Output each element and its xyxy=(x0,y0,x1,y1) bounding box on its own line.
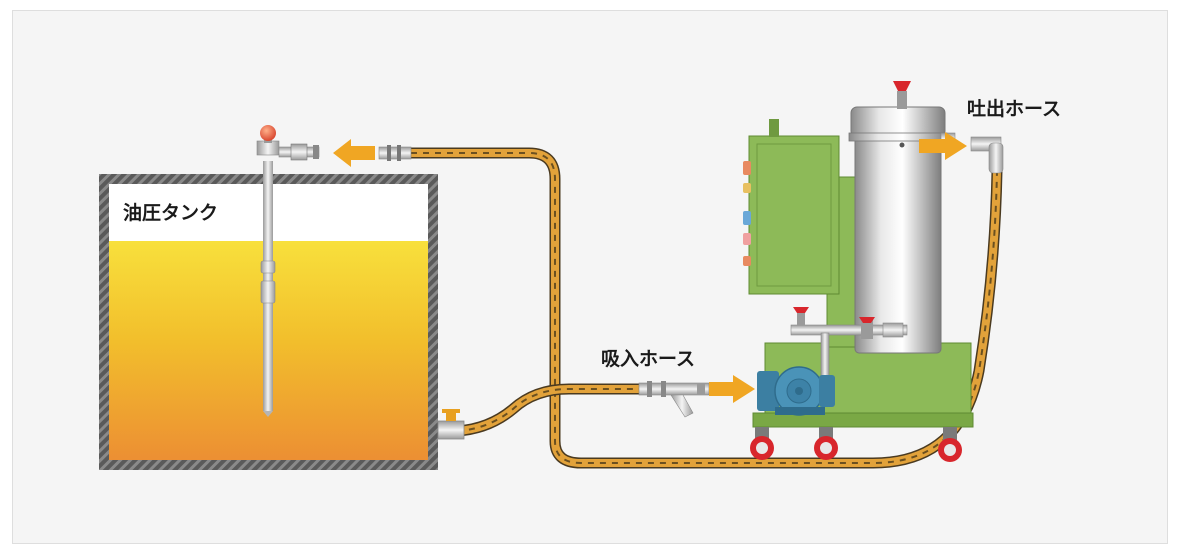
tank-label: 油圧タンク xyxy=(123,202,218,224)
tank-outlet-valve xyxy=(437,409,465,440)
discharge-hose-label: 吐出ホース xyxy=(967,97,1061,120)
breather-cap-icon xyxy=(260,125,276,141)
caster-wheel-right xyxy=(938,427,962,462)
pump-piping xyxy=(790,307,908,392)
filter-housing xyxy=(848,81,948,354)
oil-filtration-diagram: 油圧タンク 吸入ホース xyxy=(99,81,1061,470)
return-hose xyxy=(405,147,1003,469)
right-arrow-icon xyxy=(709,375,755,403)
caster-wheel-left xyxy=(750,427,774,460)
discharge-arrow-icon xyxy=(919,132,967,160)
suction-strainer xyxy=(638,381,710,418)
air-bleed-valve-icon xyxy=(893,81,911,91)
gear-pump xyxy=(757,366,835,416)
control-box xyxy=(743,119,840,295)
return-pipe xyxy=(256,125,320,417)
suction-hose-line xyxy=(451,383,647,437)
return-hose-coupling xyxy=(378,145,412,161)
diagram-canvas: 油圧タンク 吸入ホース xyxy=(12,10,1168,544)
suction-hose-label: 吸入ホース xyxy=(601,348,695,370)
caster-wheel-center xyxy=(814,427,838,460)
filter-machine xyxy=(743,81,1004,462)
left-arrow-icon xyxy=(333,139,375,167)
